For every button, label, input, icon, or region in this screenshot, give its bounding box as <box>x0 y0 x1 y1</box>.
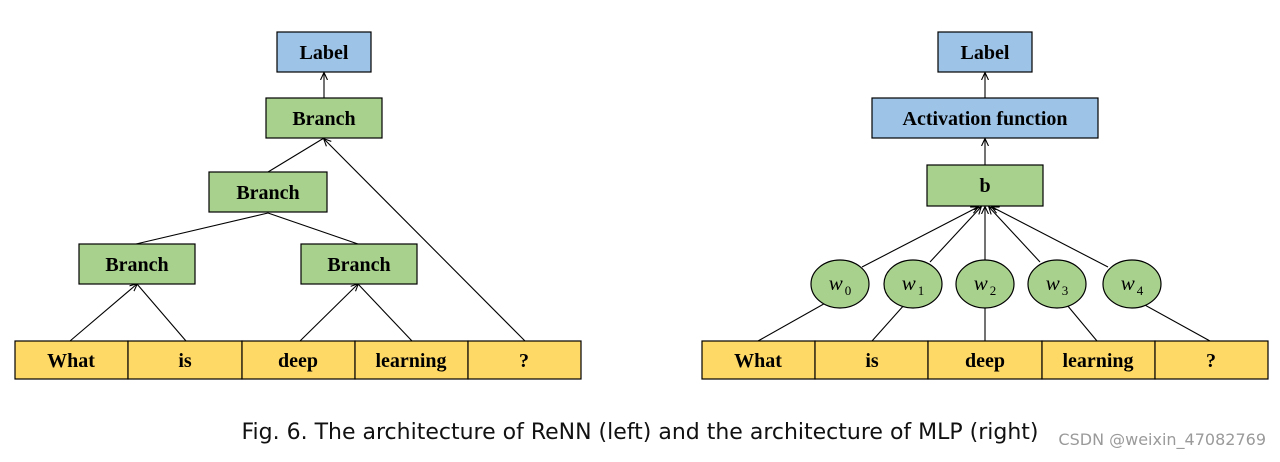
edge-w1-to-bias <box>929 207 981 263</box>
renn-token-learning: learning <box>375 350 446 372</box>
weight-w0-base: w <box>829 271 843 295</box>
mlp-activation-node: Activation function <box>871 97 1099 139</box>
weight-w2-base: w <box>974 271 988 295</box>
mlp-token-what: What <box>734 350 782 372</box>
renn-token-is: is <box>178 350 192 372</box>
mlp-token-deep: deep <box>965 350 1005 372</box>
svg-text:w4: w4 <box>1121 271 1144 298</box>
mlp-activation-text: Activation function <box>903 108 1068 130</box>
mlp-token-is: is <box>865 350 879 372</box>
mlp-token-row: What is deep learning ? <box>701 340 1269 380</box>
edge-deep-to-rightbranch <box>299 284 358 342</box>
figure-caption: Fig. 6. The architecture of ReNN (left) … <box>241 420 1039 445</box>
renn-token-deep: deep <box>278 350 318 372</box>
weight-w1-base: w <box>902 271 916 295</box>
renn-mid-branch-node: Branch <box>208 171 328 213</box>
renn-label-node: Label <box>276 31 372 73</box>
mlp-token-learning: learning <box>1062 350 1133 372</box>
svg-text:w1: w1 <box>902 271 925 298</box>
mlp-token-qmark: ? <box>1206 350 1216 372</box>
mlp-bias-node: b <box>926 164 1044 207</box>
svg-text:w0: w0 <box>829 271 852 298</box>
renn-root-branch-text: Branch <box>292 108 355 130</box>
edge-learning-to-rightbranch <box>357 283 413 342</box>
renn-right-branch-node: Branch <box>300 243 418 285</box>
mlp-label-text: Label <box>961 42 1010 64</box>
renn-left-branch-node: Branch <box>78 243 196 285</box>
renn-token-qmark: ? <box>519 350 529 372</box>
renn-diagram: Label Branch Branch Branch Branch What i… <box>14 31 582 380</box>
edge-w3-to-bias <box>989 207 1041 263</box>
edge-is-to-leftbranch <box>136 283 187 342</box>
weight-w3-base: w <box>1046 271 1060 295</box>
svg-text:w2: w2 <box>974 271 997 298</box>
svg-text:w3: w3 <box>1046 271 1069 298</box>
renn-root-branch-node: Branch <box>265 97 383 139</box>
renn-edges <box>69 73 526 342</box>
renn-left-branch-text: Branch <box>105 254 168 276</box>
edge-learning-to-w3 <box>1066 304 1098 342</box>
renn-token-row: What is deep learning ? <box>14 340 582 380</box>
weight-w0-sub: 0 <box>845 283 852 298</box>
edge-is-to-w1 <box>871 303 906 342</box>
renn-label-text: Label <box>300 42 349 64</box>
edge-w0-to-bias <box>861 207 978 268</box>
weight-w4-sub: 4 <box>1137 283 1144 298</box>
edge-leftbranch-to-mid <box>135 212 269 245</box>
edge-qmark-to-root <box>324 139 526 342</box>
edge-rightbranch-to-mid <box>267 212 359 245</box>
weight-w3-sub: 3 <box>1062 283 1069 298</box>
renn-right-branch-text: Branch <box>327 254 390 276</box>
renn-mid-branch-text: Branch <box>236 182 299 204</box>
edge-mid-to-root <box>267 137 325 173</box>
weight-w4-base: w <box>1121 271 1135 295</box>
weight-w2-sub: 2 <box>990 283 997 298</box>
mlp-label-node: Label <box>937 31 1033 73</box>
edge-what-to-leftbranch <box>69 284 137 342</box>
edge-w4-to-bias <box>992 207 1109 268</box>
mlp-bias-text: b <box>979 175 990 197</box>
renn-token-what: What <box>47 350 95 372</box>
watermark: CSDN @weixin_47082769 <box>1058 430 1266 449</box>
weight-w1-sub: 1 <box>918 283 925 298</box>
